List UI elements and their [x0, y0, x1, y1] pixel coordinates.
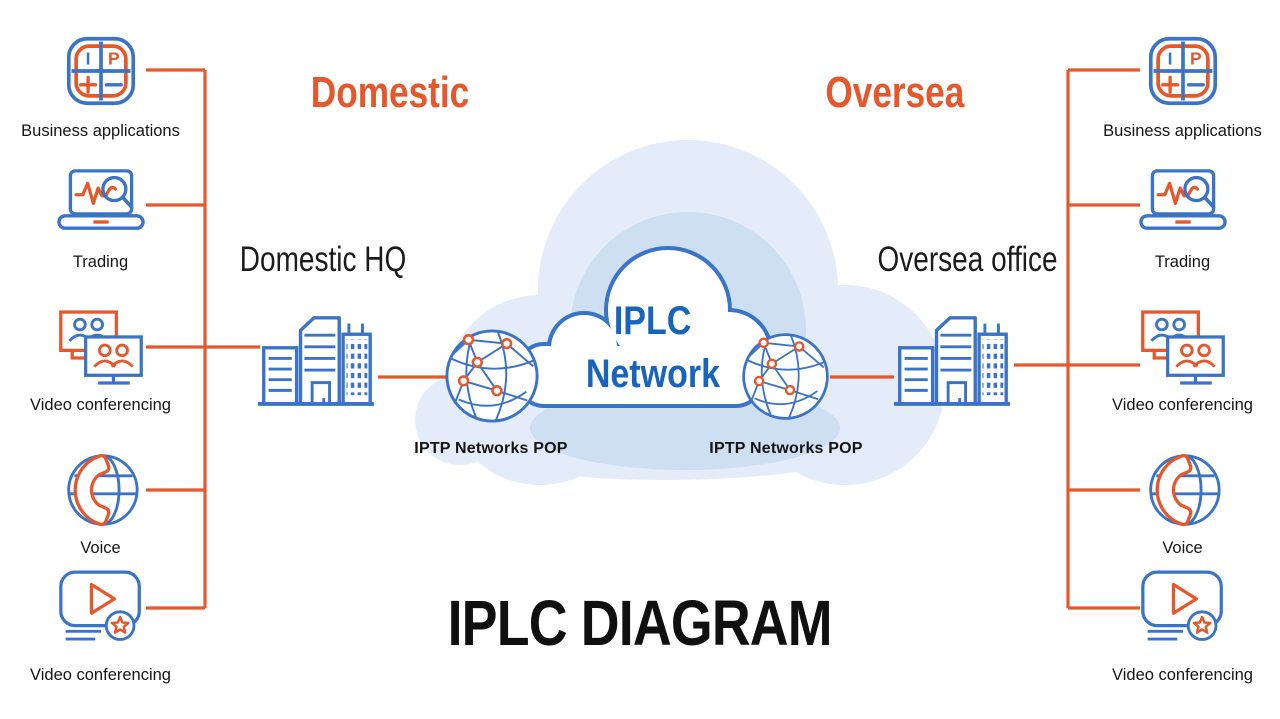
service-item-label: Trading [1154, 253, 1211, 271]
oversea-office-label: Oversea office [877, 240, 1058, 279]
service-item-video-conferencing-media: Video conferencing [18, 568, 183, 685]
domestic-heading: Domestic [310, 68, 470, 117]
iplc-network-label: IPLC Network [585, 299, 721, 396]
connector-lines [146, 68, 1140, 610]
service-item-label: Trading [72, 253, 129, 271]
domestic-hq-label: Domestic HQ [239, 240, 407, 279]
service-item-label: Business applications [1103, 122, 1262, 140]
domestic-hq-building-icon [256, 315, 376, 406]
voice-icon [1141, 452, 1225, 530]
pop-label-left: IPTP Networks POP [414, 440, 568, 457]
service-item-label: Video conferencing [30, 666, 171, 684]
service-item-video-conferencing-media: Video conferencing [1100, 568, 1265, 685]
service-item-label: Video conferencing [1112, 666, 1253, 684]
trading-icon [55, 168, 147, 233]
service-item-label: Video conferencing [1112, 396, 1253, 414]
video-conferencing-icon [1137, 308, 1229, 387]
trading-icon [1137, 168, 1229, 233]
service-item-business-applications: Business applications [18, 36, 183, 141]
service-item-video-conferencing: Video conferencing [1100, 308, 1265, 415]
oversea-heading: Oversea [825, 68, 965, 117]
business-applications-icon [66, 36, 136, 106]
service-item-label: Video conferencing [30, 396, 171, 414]
video-player-icon [1139, 568, 1227, 645]
video-player-icon [57, 568, 145, 645]
page-title: IPLC DIAGRAM [447, 587, 833, 659]
pop-globe-left-icon [445, 329, 539, 423]
video-conferencing-icon [55, 308, 147, 387]
service-item-label: Voice [1162, 539, 1203, 557]
service-item-label: Voice [80, 539, 121, 557]
service-item-label: Business applications [21, 122, 180, 140]
service-item-voice: Voice [18, 452, 183, 558]
service-item-voice: Voice [1100, 452, 1265, 558]
service-item-video-conferencing: Video conferencing [18, 308, 183, 415]
service-item-business-applications: Business applications [1100, 36, 1265, 141]
service-item-trading: Trading [18, 168, 183, 272]
voice-icon [59, 452, 143, 530]
business-applications-icon [1148, 36, 1218, 106]
service-item-trading: Trading [1100, 168, 1265, 272]
pop-label-right: IPTP Networks POP [709, 440, 863, 457]
pop-globe-right-icon [742, 333, 829, 420]
